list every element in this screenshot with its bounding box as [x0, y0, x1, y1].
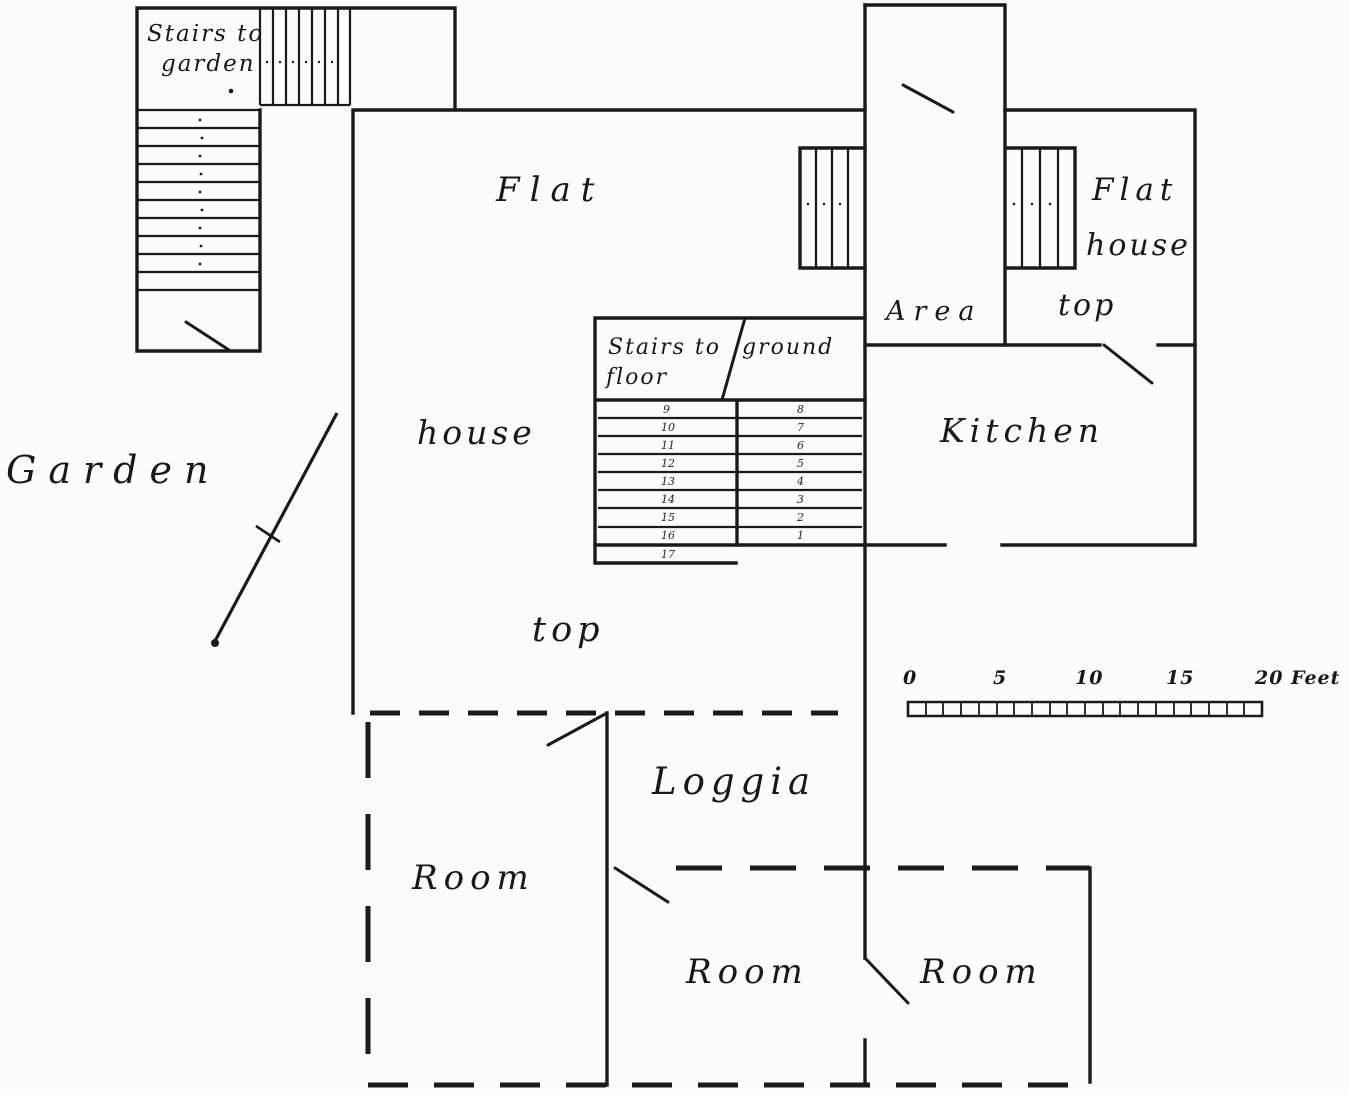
scale-unit-label: Feet — [1291, 667, 1341, 689]
stair-tread-number: 10 — [661, 421, 675, 434]
dashed-walls — [365, 710, 1090, 1088]
rooms-door-swing-icon — [613, 866, 670, 904]
tread-marks — [198, 60, 1052, 266]
door-swings — [184, 83, 1154, 1005]
label-room-left: Room — [412, 858, 535, 898]
tread-mark — [198, 154, 202, 158]
stair-tread-number: 4 — [797, 475, 804, 488]
label-house-top: top — [532, 610, 605, 650]
room-right-door-swing-icon — [863, 956, 910, 1005]
label-flat-house-word1: Flat — [1092, 172, 1179, 208]
garden-label-dot — [228, 88, 234, 94]
stair-tread-number: 8 — [797, 403, 804, 416]
top-right-walls — [1003, 108, 1197, 547]
stair-tread-number: 17 — [661, 548, 675, 561]
tread-mark — [200, 208, 204, 212]
hatch-mark — [806, 202, 810, 206]
outer-top-left-walls — [135, 6, 867, 715]
label-flat-left: Flat — [496, 170, 605, 210]
stair-tread-number: 1 — [797, 529, 804, 542]
label-flat-house-word2: house — [1086, 228, 1191, 263]
cross-stairs-hatch — [814, 148, 1060, 268]
garden-path — [211, 412, 339, 647]
stair-tread-number: 13 — [661, 475, 675, 488]
hatch-mark — [838, 202, 842, 206]
label-stairs-to-garden-line1: Stairs to — [147, 21, 265, 47]
stair-tread-number: 15 — [661, 511, 675, 524]
garden-stairs-door-swing-icon — [184, 320, 231, 352]
hatch-mark — [265, 60, 269, 64]
stair-tread-number: 14 — [661, 493, 675, 506]
garden-stairs-tread-lines — [137, 108, 260, 292]
stair-tread-number: 2 — [797, 511, 804, 524]
hatch-mark — [822, 202, 826, 206]
scale-tick-10: 10 — [1075, 667, 1104, 689]
label-stairs-to-garden: Stairs to garden — [147, 20, 264, 80]
garden-path-line — [212, 412, 339, 644]
stair-tread-number: 5 — [797, 457, 804, 470]
garden-path-end-dot — [211, 639, 219, 647]
hatch-mark — [330, 60, 334, 64]
label-stairs-to-ground-word1: Stairs to — [608, 335, 721, 360]
hatch-mark — [304, 60, 308, 64]
label-flat-house-word3: top — [1058, 288, 1117, 323]
ground-stairs-label-divider — [720, 316, 747, 402]
label-stairs-to-ground-word2: ground — [742, 335, 835, 360]
tread-mark — [199, 244, 203, 248]
tread-mark — [198, 226, 202, 230]
garden-path-tick — [255, 524, 281, 544]
scale-tick-5: 5 — [993, 667, 1008, 689]
stair-tread-number: 16 — [661, 529, 675, 542]
label-garden: Garden — [6, 448, 221, 492]
ground-stairs-box — [593, 316, 867, 565]
hatch-mark — [1030, 202, 1034, 206]
loggia-door-swing-icon — [546, 711, 609, 747]
scale-bar-outline — [906, 700, 1264, 718]
hatch-mark — [317, 60, 321, 64]
tread-mark — [198, 262, 202, 266]
scale-bar — [906, 700, 1264, 718]
label-room-center: Room — [686, 952, 809, 992]
tread-mark — [200, 136, 204, 140]
stair-tread-number: 11 — [661, 439, 675, 452]
ground-stairs-tread-lines — [598, 416, 862, 529]
label-area: Area — [886, 296, 983, 327]
label-loggia: Loggia — [652, 760, 817, 803]
hatch-mark — [278, 60, 282, 64]
scale-tick-15: 15 — [1166, 667, 1195, 689]
tread-mark — [198, 118, 202, 122]
kitchen-door-swing-icon — [1102, 343, 1154, 385]
scale-tick-20: 20 — [1255, 667, 1284, 689]
tread-mark — [199, 172, 203, 176]
stair-treads — [137, 8, 1060, 529]
tread-mark — [198, 190, 202, 194]
scale-tick-0: 0 — [903, 667, 918, 689]
label-house: house — [417, 413, 536, 452]
walls — [135, 3, 1197, 1087]
label-kitchen: Kitchen — [940, 411, 1104, 450]
label-stairs-to-ground-word3: floor — [606, 365, 669, 390]
label-room-right: Room — [920, 952, 1043, 992]
hatch-mark — [1048, 202, 1052, 206]
garden-stairs-vertical-hatch — [258, 8, 352, 107]
scale-bar-tick-marks — [925, 702, 1245, 716]
stair-tread-number: 9 — [663, 403, 670, 416]
hatch-mark — [291, 60, 295, 64]
stair-tread-number: 7 — [797, 421, 804, 434]
flat-top-door-swing-icon — [901, 83, 955, 114]
hatch-mark — [1012, 202, 1016, 206]
stair-tread-number: 6 — [797, 439, 804, 452]
label-stairs-to-garden-line2: garden — [161, 50, 256, 77]
stair-tread-number: 12 — [661, 457, 675, 470]
stair-tread-number: 3 — [797, 493, 804, 506]
